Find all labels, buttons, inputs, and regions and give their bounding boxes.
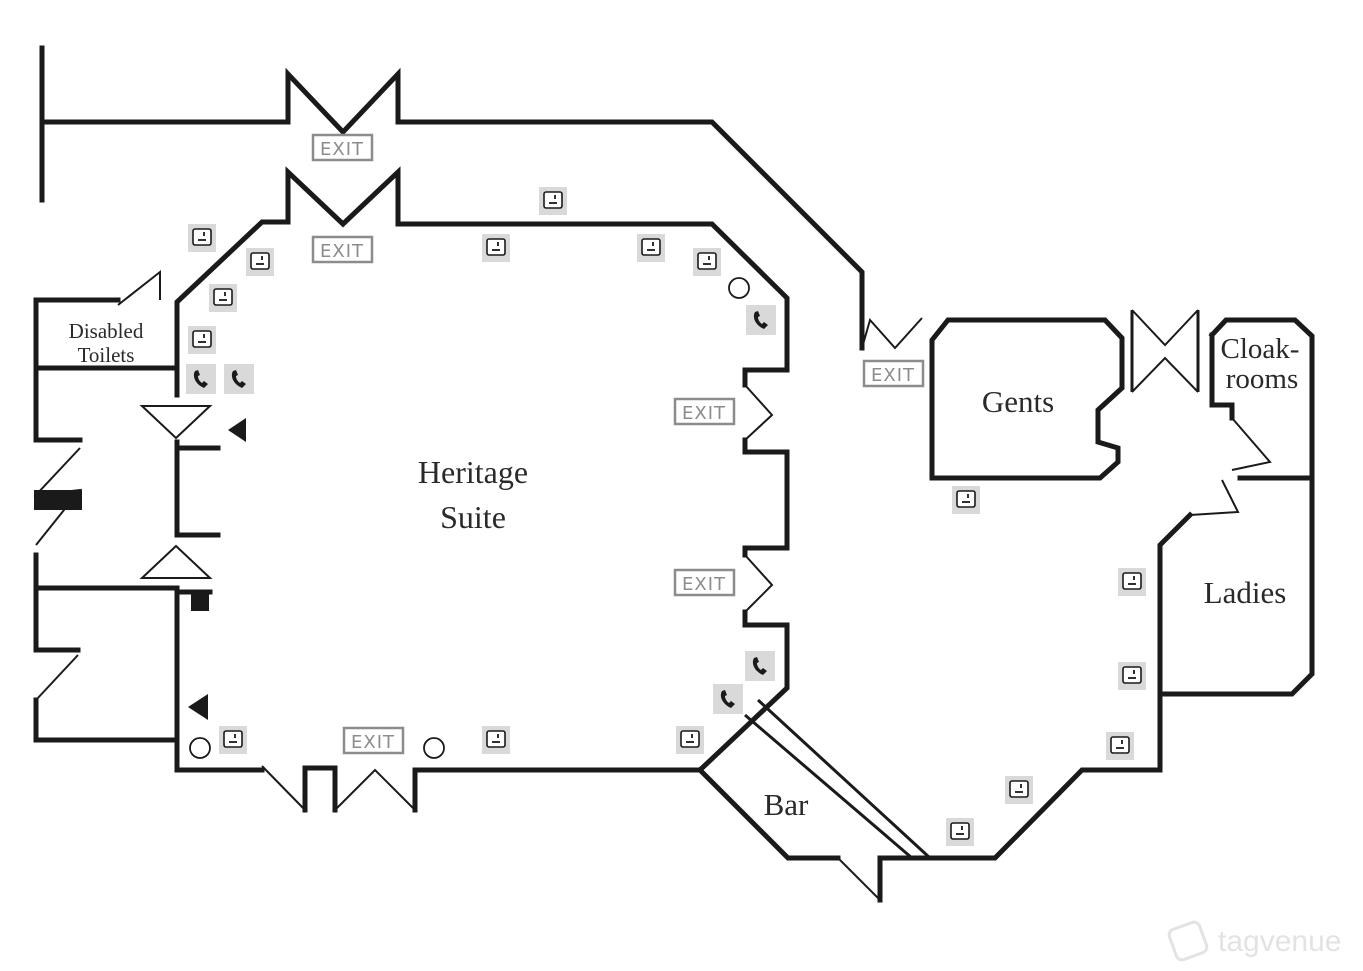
room-label-suite: Suite (440, 499, 506, 535)
telephone-icon (745, 651, 775, 681)
power-socket-icon (1118, 662, 1146, 690)
left-wing-walls (33, 269, 180, 743)
room-label-rooms: rooms (1226, 363, 1299, 395)
power-socket-icon (188, 224, 216, 252)
exit-label: EXIT (320, 241, 364, 262)
room-label-ladies: Ladies (1204, 575, 1287, 610)
power-socket-icon (952, 486, 980, 514)
circle-marker-icon (423, 737, 445, 759)
exit-sign-bottom: EXIT (342, 726, 405, 755)
room-label-disabled: Disabled (69, 319, 144, 343)
phone-icons (186, 305, 776, 714)
telephone-icon (713, 684, 743, 714)
circle-marker-icon (189, 737, 211, 759)
exit-label: EXIT (871, 365, 915, 386)
power-socket-icon (188, 326, 216, 354)
triangle-marker-icon (188, 694, 208, 720)
exit-sign-corridor-right: EXIT (862, 359, 925, 388)
exit-label: EXIT (682, 403, 726, 424)
room-label-cloak: Cloak- (1221, 333, 1300, 365)
heritage-suite-walls (174, 166, 790, 813)
corridor-walls (39, 45, 923, 351)
room-label-toilets: Toilets (78, 343, 135, 367)
exit-sign-right-lower: EXIT (673, 568, 736, 597)
markers (139, 277, 750, 759)
power-socket-icon (1106, 732, 1134, 760)
power-socket-icon (637, 234, 665, 262)
triangle-marker-icon (228, 418, 246, 442)
telephone-icon (186, 364, 216, 394)
power-socket-icon (482, 726, 510, 754)
power-socket-icon (219, 726, 247, 754)
square-marker-icon (191, 593, 209, 611)
telephone-icon (746, 305, 776, 335)
power-socket-icon (482, 234, 510, 262)
room-label-bar: Bar (764, 787, 809, 822)
exit-sign-top-corridor: EXIT (311, 133, 374, 162)
tagvenue-logo: tagvenue (1167, 920, 1341, 962)
power-socket-icon (209, 284, 237, 312)
exit-label: EXIT (682, 574, 726, 595)
triangle-marker-icon (139, 405, 213, 440)
exit-sign-right-upper: EXIT (673, 397, 736, 426)
power-socket-icon (1005, 776, 1033, 804)
power-socket-icon (946, 818, 974, 846)
exit-label: EXIT (320, 139, 364, 160)
room-label-gents: Gents (982, 384, 1054, 419)
cloakroom-ladies-walls (1157, 317, 1315, 773)
power-socket-icon (676, 726, 704, 754)
triangle-marker-icon (139, 544, 213, 579)
telephone-icon (224, 364, 254, 394)
power-socket-icon (1118, 568, 1146, 596)
room-label-heritage: Heritage (418, 454, 528, 490)
circle-marker-icon (728, 277, 750, 299)
exit-sign-top-suite: EXIT (311, 235, 374, 264)
watermark-text: tagvenue (1218, 925, 1341, 958)
exit-label: EXIT (351, 732, 395, 753)
power-socket-icon (246, 248, 274, 276)
power-socket-icon (539, 187, 567, 215)
socket-icons (188, 187, 1146, 846)
gents-walls (929, 309, 1200, 481)
power-socket-icon (693, 248, 721, 276)
foyer-bar-walls (696, 698, 1163, 903)
